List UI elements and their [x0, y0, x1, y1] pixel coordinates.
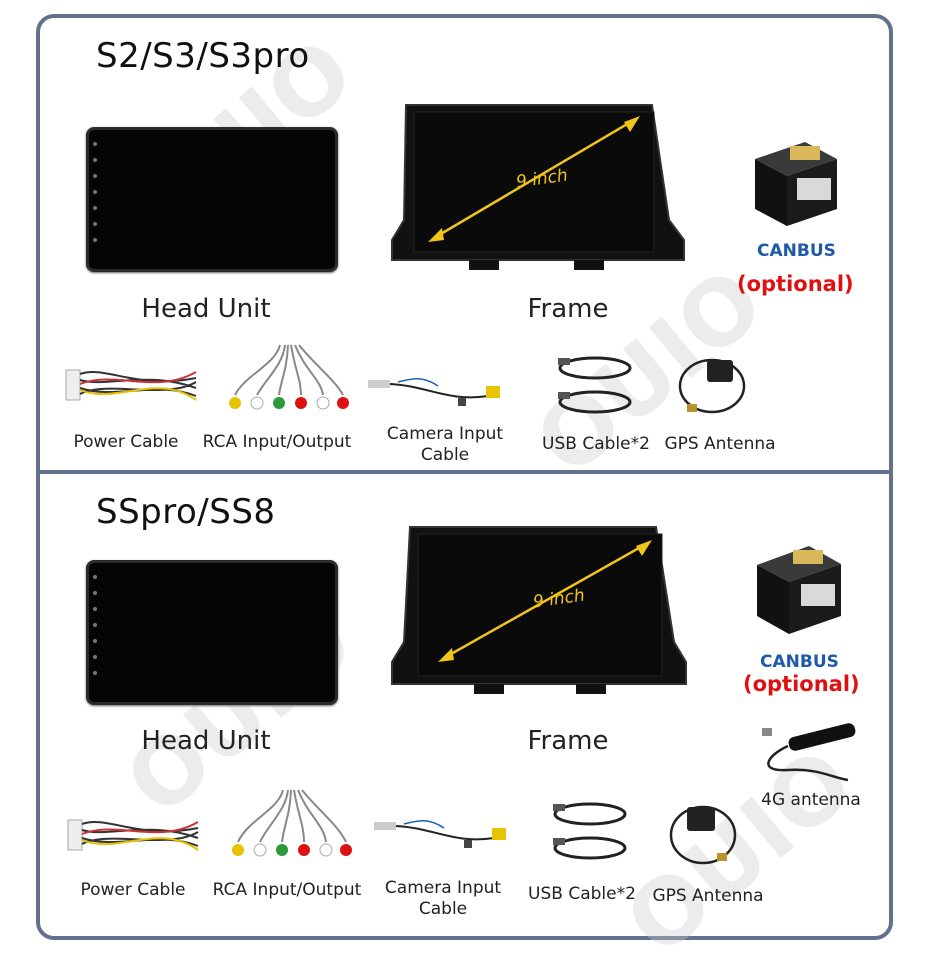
camera-cable-label-line2: Cable	[420, 445, 470, 465]
section-title: SSpro/SS8	[96, 492, 276, 532]
arrow-head-left	[428, 228, 444, 242]
camera-cable-label-line2: Cable	[418, 899, 468, 919]
optional-label: (optional)	[737, 272, 854, 296]
camera-cable-label: Camera Input Cable	[380, 424, 510, 466]
camera-cable-label: Camera Input Cable	[378, 878, 508, 920]
gps-antenna-label: GPS Antenna	[652, 886, 764, 906]
camera-cable-label-line1: Camera Input	[386, 424, 504, 444]
frame-label: Frame	[527, 726, 609, 756]
size-arrow-line	[443, 542, 647, 660]
rca-cable-image	[232, 789, 352, 857]
head-unit-label: Head Unit	[141, 726, 271, 756]
rca-cable-image	[229, 344, 349, 410]
canbus-box-image	[757, 546, 841, 634]
frame-image	[391, 526, 687, 694]
canbus-label: CANBUS	[757, 241, 836, 261]
head-unit-label: Head Unit	[141, 294, 271, 324]
head-unit-buttons	[93, 142, 99, 254]
rca-cable-label: RCA Input/Output	[202, 432, 352, 452]
optional-label: (optional)	[743, 672, 860, 696]
camera-cable-image	[368, 378, 500, 406]
arrow-head-left	[438, 648, 454, 662]
frame-image	[391, 104, 685, 270]
frame-label: Frame	[527, 294, 609, 324]
usb-cable-label: USB Cable*2	[542, 434, 650, 454]
usb-cable-image	[553, 802, 627, 860]
4g-antenna-label: 4G antenna	[761, 790, 861, 810]
usb-cable-label: USB Cable*2	[528, 884, 636, 904]
power-cable-label: Power Cable	[73, 432, 179, 452]
arrow-head-right	[624, 116, 640, 132]
gps-antenna-image	[678, 358, 746, 414]
gps-antenna-label: GPS Antenna	[664, 434, 776, 454]
canbus-label: CANBUS	[760, 652, 839, 672]
rca-cable-label: RCA Input/Output	[212, 880, 362, 900]
head-unit-buttons	[93, 575, 99, 687]
section-title: S2/S3/S3pro	[96, 36, 310, 76]
usb-cable-image	[558, 356, 632, 414]
power-cable-image	[65, 369, 197, 401]
camera-cable-label-line1: Camera Input	[384, 878, 502, 898]
arrow-head-right	[636, 540, 652, 556]
canbus-box-image	[755, 142, 837, 226]
power-cable-label: Power Cable	[80, 880, 186, 900]
size-arrow-line	[433, 118, 635, 240]
head-unit-image	[86, 127, 338, 272]
camera-cable-image	[374, 820, 506, 848]
power-cable-image	[67, 819, 199, 851]
4g-antenna-image	[762, 723, 856, 782]
head-unit-image	[86, 560, 338, 705]
gps-antenna-image	[669, 805, 737, 865]
